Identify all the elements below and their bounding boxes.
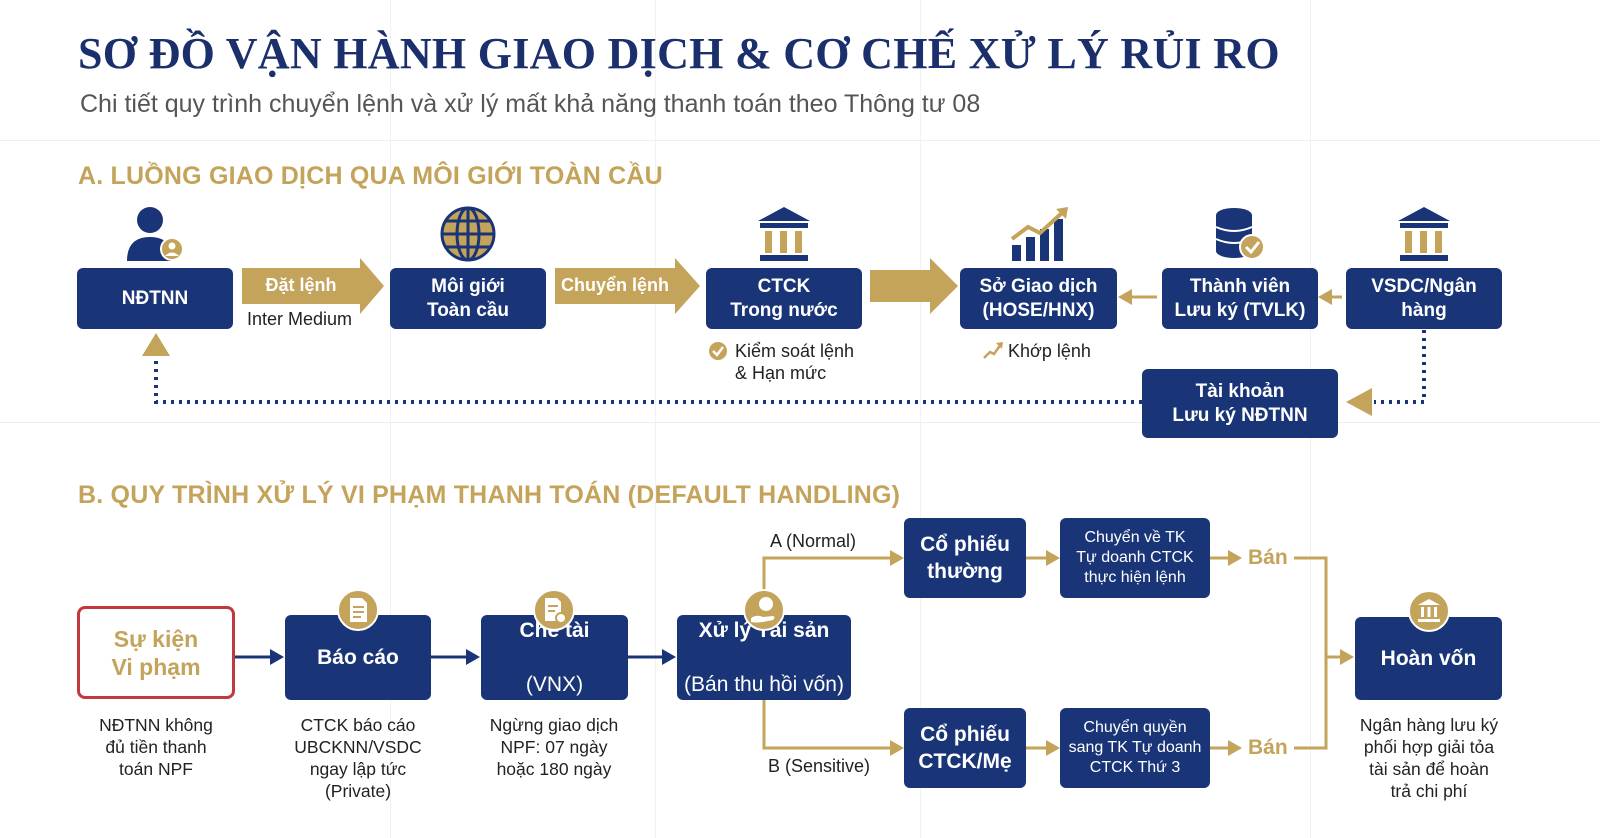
place-order-note: Inter Medium xyxy=(247,309,353,329)
recover-caption: Ngân hàng lưu ký phối hợp giải tỏa tài s… xyxy=(1359,715,1499,801)
bank-icon xyxy=(758,207,810,261)
growth-chart-icon xyxy=(1010,207,1068,261)
trend-arrow-icon xyxy=(983,342,1003,359)
section-b-heading: B. QUY TRÌNH XỬ LÝ VI PHẠM THANH TOÁN (D… xyxy=(78,481,901,509)
place-order-arrow xyxy=(242,258,384,314)
section-a-heading: A. LUỒNG GIAO DỊCH QUA MÔI GIỚI TOÀN CẦU xyxy=(78,162,663,190)
transfer-order-arrow xyxy=(555,258,700,314)
order-control-note: Kiểm soát lệnh & Hạn mức xyxy=(735,341,855,383)
report-to-sanction-arrowhead xyxy=(466,649,480,665)
place-order-label: Đặt lệnh xyxy=(265,275,337,295)
tvlk-to-exchange-arrowhead xyxy=(1118,289,1132,305)
globe-icon xyxy=(440,206,496,262)
report-caption: CTCK báo cáo UBCKNN/VSDC ngay lập tức (P… xyxy=(294,715,422,801)
branch-b-label: B (Sensitive) xyxy=(768,756,871,776)
node-violation-event: Sự kiện Vi phạm xyxy=(77,606,235,699)
parent-to-third-arrowhead xyxy=(1046,740,1060,756)
node-transfer-third-party: Chuyển quyền sang TK Tự doanh CTCK Thứ 3 xyxy=(1060,708,1210,788)
bank-icon xyxy=(1398,207,1450,261)
page-title: SƠ ĐỒ VẬN HÀNH GIAO DỊCH & CƠ CHẾ XỬ LÝ … xyxy=(78,29,1280,78)
background-grid-line xyxy=(920,0,921,838)
node-normal-stock: Cổ phiếu thường xyxy=(904,518,1026,598)
user-icon xyxy=(127,207,184,261)
violation-to-report-arrowhead xyxy=(270,649,284,665)
asset-sub: (Bán thu hồi vốn) xyxy=(684,673,844,696)
merge-to-recover-arrowhead xyxy=(1340,649,1354,665)
bank-icon xyxy=(1408,590,1450,632)
sell-label-a: Bán xyxy=(1248,546,1288,569)
sanction-to-asset-arrowhead xyxy=(662,649,676,665)
document-icon xyxy=(337,589,379,631)
transfer-order-label: Chuyển lệnh xyxy=(560,275,669,295)
background-grid-line xyxy=(390,0,391,838)
node-parent-stock: Cổ phiếu CTCK/Mẹ xyxy=(904,708,1026,788)
section-divider xyxy=(0,422,1600,423)
normal-to-prop-arrowhead xyxy=(1046,550,1060,566)
violation-caption: NĐTNN không đủ tiền thanh toán NPF xyxy=(99,715,213,779)
background-grid-line xyxy=(655,0,656,838)
sell-label-b: Bán xyxy=(1248,736,1288,759)
prop-to-sell-arrowhead xyxy=(1228,550,1242,566)
node-ndtnn: NĐTNN xyxy=(77,268,233,329)
ctck-to-exchange-arrow xyxy=(870,258,958,314)
branch-b-arrowhead xyxy=(890,740,904,756)
node-custody-account: Tài khoản Lưu ký NĐTNN xyxy=(1142,369,1338,438)
document-gear-icon xyxy=(533,589,575,631)
check-circle-icon xyxy=(709,342,727,360)
sanction-caption: Ngừng giao dịch NPF: 07 ngày hoặc 180 ng… xyxy=(489,715,619,779)
node-domestic-ctck: CTCK Trong nước xyxy=(706,268,862,329)
node-global-broker: Môi giới Toàn cầu xyxy=(390,268,546,329)
third-to-sell-arrowhead xyxy=(1228,740,1242,756)
asset-title: Xử lý Tài sản xyxy=(698,619,830,642)
node-depository-member: Thành viên Lưu ký (TVLK) xyxy=(1162,268,1318,329)
return-arrowhead-up xyxy=(142,333,170,356)
node-stock-exchange: Sở Giao dịch (HOSE/HNX) xyxy=(960,268,1117,329)
node-transfer-prop-account: Chuyển về TK Tự doanh CTCK thực hiện lện… xyxy=(1060,518,1210,598)
section-divider xyxy=(0,140,1600,141)
coin-hand-icon xyxy=(743,589,785,631)
branch-a-label: A (Normal) xyxy=(770,531,857,551)
sanction-sub: (VNX) xyxy=(525,673,584,696)
matching-note: Khớp lệnh xyxy=(1008,341,1091,361)
page-subtitle: Chi tiết quy trình chuyển lệnh và xử lý … xyxy=(80,90,981,118)
vsdc-to-tvlk-arrowhead xyxy=(1318,289,1332,305)
node-asset-handling: Xử lý Tài sản (Bán thu hồi vốn) xyxy=(677,615,851,700)
branch-a-arrowhead xyxy=(890,550,904,566)
node-vsdc-bank: VSDC/Ngân hàng xyxy=(1346,268,1502,329)
return-arrowhead-right xyxy=(1346,388,1372,416)
database-check-icon xyxy=(1215,208,1265,260)
node-sanction: Chế tài (VNX) xyxy=(481,615,628,700)
